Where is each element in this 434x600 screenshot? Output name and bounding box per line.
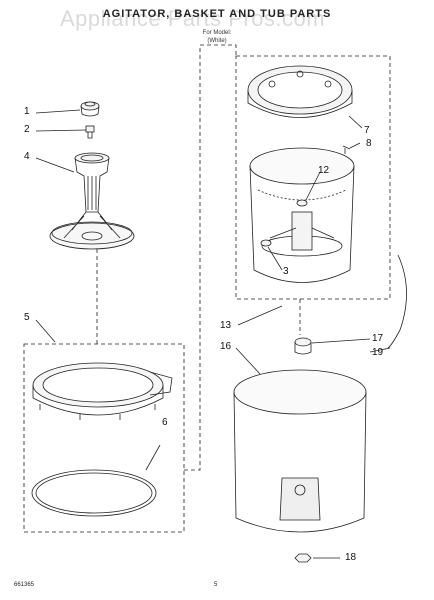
part-agitator-bolt — [85, 125, 95, 139]
callout-3: 3 — [283, 266, 289, 277]
tub-ring-group-box — [23, 343, 185, 533]
callout-4: 4 — [24, 151, 30, 162]
watermark: Appliance Parts Pros.com — [60, 6, 326, 31]
callout-19: 19 — [372, 347, 384, 358]
part-basket — [249, 147, 355, 283]
leader-8 — [349, 142, 361, 149]
part-tub-ring — [32, 362, 173, 420]
leader-13 — [237, 305, 283, 326]
diagram-subtitle-color: (White) — [207, 38, 227, 44]
diagram-title: AGITATOR, BASKET AND TUB PARTS — [102, 8, 332, 20]
leader-17 — [311, 338, 371, 344]
leader-12 — [305, 171, 321, 201]
part-drive-nut — [296, 199, 308, 207]
part-drain-plug — [260, 239, 272, 247]
callout-17: 17 — [372, 333, 384, 344]
part-tub-seal-17 — [294, 337, 312, 355]
part-agitator — [49, 152, 135, 250]
leader-3 — [267, 246, 283, 271]
callout-12: 12 — [318, 165, 330, 176]
leader-2 — [35, 129, 87, 132]
part-tub-seal — [31, 469, 157, 517]
part-balance-ring — [247, 65, 353, 118]
basket-group-box — [235, 55, 391, 300]
callout-2: 2 — [24, 124, 30, 135]
leader-4 — [35, 157, 75, 173]
callout-18: 18 — [345, 552, 357, 563]
part-screw — [342, 145, 351, 154]
callout-7: 7 — [364, 125, 370, 136]
leader-16 — [235, 347, 261, 375]
part-outer-tub — [233, 369, 367, 533]
callout-6: 6 — [162, 417, 168, 428]
leader-6 — [145, 444, 161, 471]
diagram-subtitle: For Model: — [202, 30, 232, 36]
part-agitator-cap — [80, 101, 100, 117]
callout-5: 5 — [24, 312, 30, 323]
callout-13: 13 — [220, 320, 232, 331]
part-drain-nut — [294, 553, 312, 563]
centre-line-connector — [184, 44, 237, 471]
page-number: 5 — [214, 582, 218, 588]
leader-7 — [348, 115, 363, 129]
part-reference-number: 661365 — [14, 582, 35, 588]
leader-1 — [35, 109, 81, 114]
callout-16: 16 — [220, 341, 232, 352]
callout-1: 1 — [24, 106, 30, 117]
leader-5 — [35, 319, 56, 343]
callout-8: 8 — [366, 138, 372, 149]
leader-19 — [369, 347, 391, 353]
part-hose — [387, 254, 407, 349]
